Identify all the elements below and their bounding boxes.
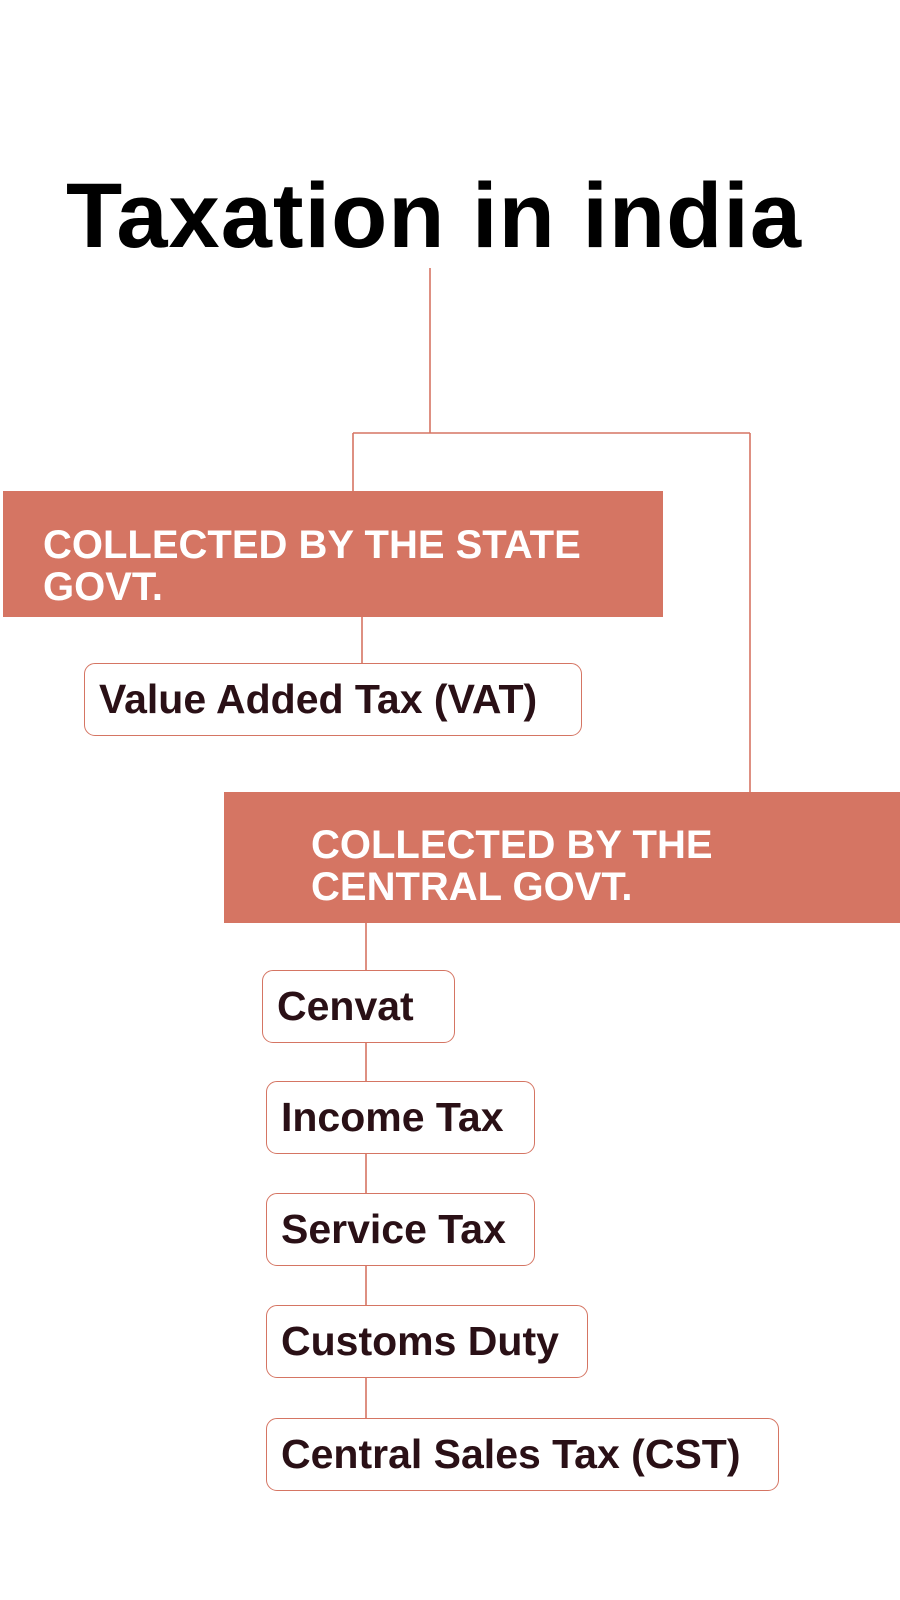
tax-item-cenvat: Cenvat (262, 970, 455, 1043)
category-state-govt-line1: COLLECTED BY THE STATE (43, 524, 663, 566)
category-state-govt-line2: GOVT. (43, 566, 663, 608)
tax-item-income-tax: Income Tax (266, 1081, 535, 1154)
tax-item-service-tax: Service Tax (266, 1193, 535, 1266)
category-central-govt-line2: CENTRAL GOVT. (311, 866, 900, 908)
tax-item-cst: Central Sales Tax (CST) (266, 1418, 779, 1491)
category-central-govt-line1: COLLECTED BY THE (311, 824, 900, 866)
page-title: Taxation in india (66, 170, 802, 262)
category-central-govt: COLLECTED BY THE CENTRAL GOVT. (224, 792, 900, 923)
tax-item-customs-duty: Customs Duty (266, 1305, 588, 1378)
tax-item-vat: Value Added Tax (VAT) (84, 663, 582, 736)
category-state-govt: COLLECTED BY THE STATE GOVT. (3, 491, 663, 617)
